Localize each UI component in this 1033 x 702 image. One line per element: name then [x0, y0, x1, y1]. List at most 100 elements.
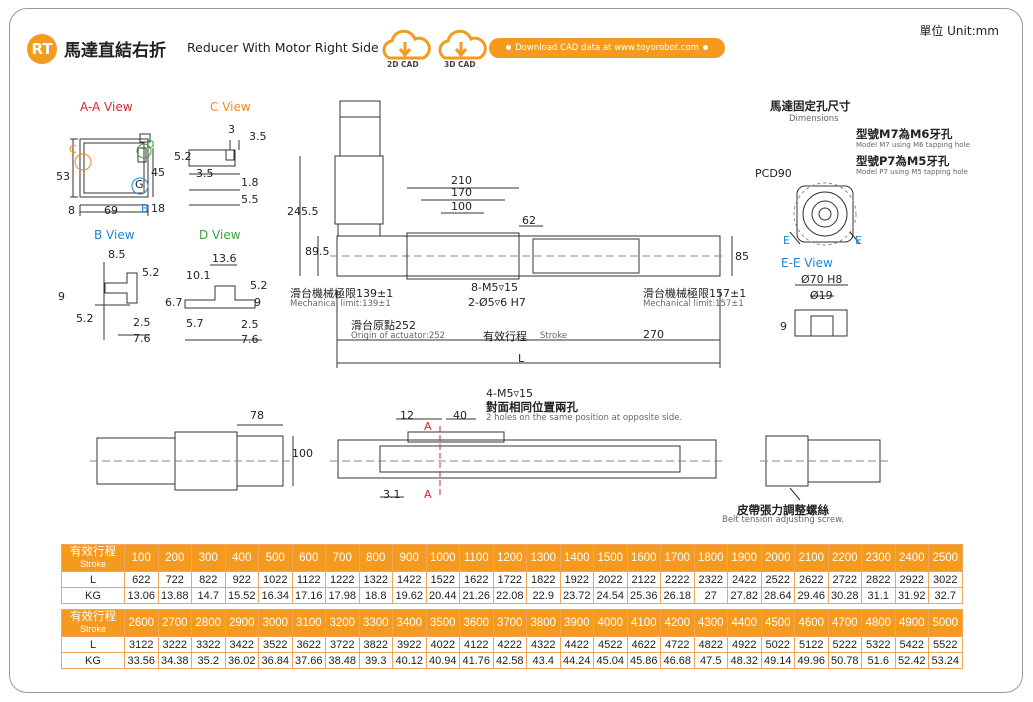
l-cell: 1422 — [392, 571, 427, 588]
dim-100b: 100 — [292, 447, 313, 460]
kg-cell: 42.58 — [492, 652, 527, 669]
kg-cell: 22.08 — [492, 587, 527, 604]
dim-5-2: 5.2 — [174, 150, 192, 163]
l-cell: 3622 — [291, 636, 326, 653]
page-frame — [9, 8, 1023, 693]
cloud-download-2d-icon[interactable] — [379, 24, 431, 72]
mech-limit-157-cn: 滑台機械極限157±1 — [643, 287, 747, 300]
cad-3d-label[interactable]: 3D CAD — [444, 60, 476, 69]
l-cell: 2422 — [727, 571, 762, 588]
stroke-cell: 4600 — [794, 609, 829, 637]
note-m7-en: Model M7 using M6 tapping hole — [856, 141, 970, 149]
dim-5-2b: 5.2 — [142, 266, 160, 279]
stroke-cell: 3800 — [526, 609, 561, 637]
belt-tension-en: Belt tension adjusting screw. — [722, 515, 844, 525]
l-cell: 1922 — [559, 571, 594, 588]
kg-cell: 44.24 — [559, 652, 594, 669]
stroke-cell: 3000 — [258, 609, 293, 637]
kg-cell: 18.8 — [358, 587, 393, 604]
dim-2-5b: 2.5 — [241, 318, 259, 331]
stroke-cell: 1300 — [526, 544, 561, 572]
mech-limit-139-en: Mechanical limit:139±1 — [290, 299, 391, 309]
stroke-cell: 400 — [224, 544, 259, 572]
stroke-cell: 4200 — [660, 609, 695, 637]
stroke-cell: 3300 — [358, 609, 393, 637]
stroke-cell: 4500 — [760, 609, 795, 637]
dim-3-1: 3.1 — [383, 488, 401, 501]
dim-1-8: 1.8 — [241, 176, 259, 189]
dim-245-5: 245.5 — [287, 205, 319, 218]
dim-170: 170 — [451, 186, 472, 199]
dim-45: 45 — [151, 166, 165, 179]
top-holes-label: 4-M5▿15 — [486, 387, 533, 400]
l-cell: 3422 — [224, 636, 259, 653]
stroke-cell: 700 — [325, 544, 360, 572]
kg-cell: 37.66 — [291, 652, 326, 669]
cloud-download-3d-icon[interactable] — [435, 24, 487, 72]
l-cell: 3322 — [191, 636, 226, 653]
technical-drawing — [70, 100, 890, 501]
kg-cell: 36.84 — [258, 652, 293, 669]
dim-53: 53 — [56, 170, 70, 183]
note-p7-cn: 型號P7為M5牙孔 — [856, 154, 950, 168]
dim-9c: 9 — [780, 320, 787, 333]
dim-5-2c: 5.2 — [76, 312, 94, 325]
kg-cell: 36.02 — [224, 652, 259, 669]
dim-62: 62 — [522, 214, 536, 227]
origin-cn: 滑台原點252 — [351, 319, 416, 332]
dim-9b: 9 — [254, 296, 261, 309]
l-cell: 3222 — [157, 636, 192, 653]
view-d-label: D View — [199, 228, 241, 242]
dim-7-6b: 7.6 — [241, 333, 259, 346]
cad-2d-label[interactable]: 2D CAD — [387, 60, 419, 69]
l-cell: 5222 — [827, 636, 862, 653]
phi19-label: Ø19 — [810, 289, 833, 302]
kg-cell: 40.12 — [392, 652, 427, 669]
page-title: 馬達直結右折 — [64, 41, 166, 61]
kg-cell: 25.36 — [626, 587, 661, 604]
l-cell: 2622 — [794, 571, 829, 588]
l-cell: 2022 — [593, 571, 628, 588]
l-cell: 1622 — [459, 571, 494, 588]
stroke-cell: 4800 — [861, 609, 896, 637]
stroke-cell: 300 — [191, 544, 226, 572]
top-holes-cn: 對面相同位置兩孔 — [486, 400, 578, 414]
stroke-cell: 2100 — [794, 544, 829, 572]
note-m7-cn: 型號M7為M6牙孔 — [856, 127, 953, 141]
dim-5-5: 5.5 — [241, 193, 259, 206]
dim-l: L — [518, 352, 525, 365]
stroke-cell: 3700 — [492, 609, 527, 637]
kg-cell: 34.38 — [157, 652, 192, 669]
view-c-label: C View — [210, 100, 251, 114]
kg-cell: 22.9 — [526, 587, 561, 604]
motor-dims-title: 馬達固定孔尺寸 — [770, 99, 851, 113]
stroke-cell: 2700 — [157, 609, 192, 637]
kg-cell: 16.34 — [258, 587, 293, 604]
l-cell: 4022 — [425, 636, 460, 653]
origin-en: Origin of actuator:252 — [351, 331, 446, 341]
l-cell: 922 — [224, 571, 259, 588]
kg-cell: 26.18 — [660, 587, 695, 604]
stroke-cell: 2200 — [827, 544, 862, 572]
kg-cell: 13.88 — [157, 587, 192, 604]
dim-210: 210 — [451, 174, 472, 187]
kg-cell: 30.28 — [827, 587, 862, 604]
l-cell: 4622 — [626, 636, 661, 653]
l-cell: 5522 — [928, 636, 963, 653]
kg-cell: 13.06 — [124, 587, 159, 604]
kg-cell: 29.46 — [794, 587, 829, 604]
kg-cell: 53.24 — [928, 652, 963, 669]
l-cell: 4422 — [559, 636, 594, 653]
page-subtitle: Reducer With Motor Right Side — [187, 40, 379, 55]
marker-d: D — [146, 138, 155, 151]
phi70-label: Ø70 H8 — [801, 273, 843, 286]
stroke-cell: 1700 — [660, 544, 695, 572]
kg-cell: 38.48 — [325, 652, 360, 669]
l-cell: 2322 — [693, 571, 728, 588]
download-link[interactable]: Download CAD data at www.toyorobot.com — [489, 38, 725, 58]
unit-label: 單位 Unit:mm — [919, 24, 999, 38]
l-cell: 2222 — [660, 571, 695, 588]
